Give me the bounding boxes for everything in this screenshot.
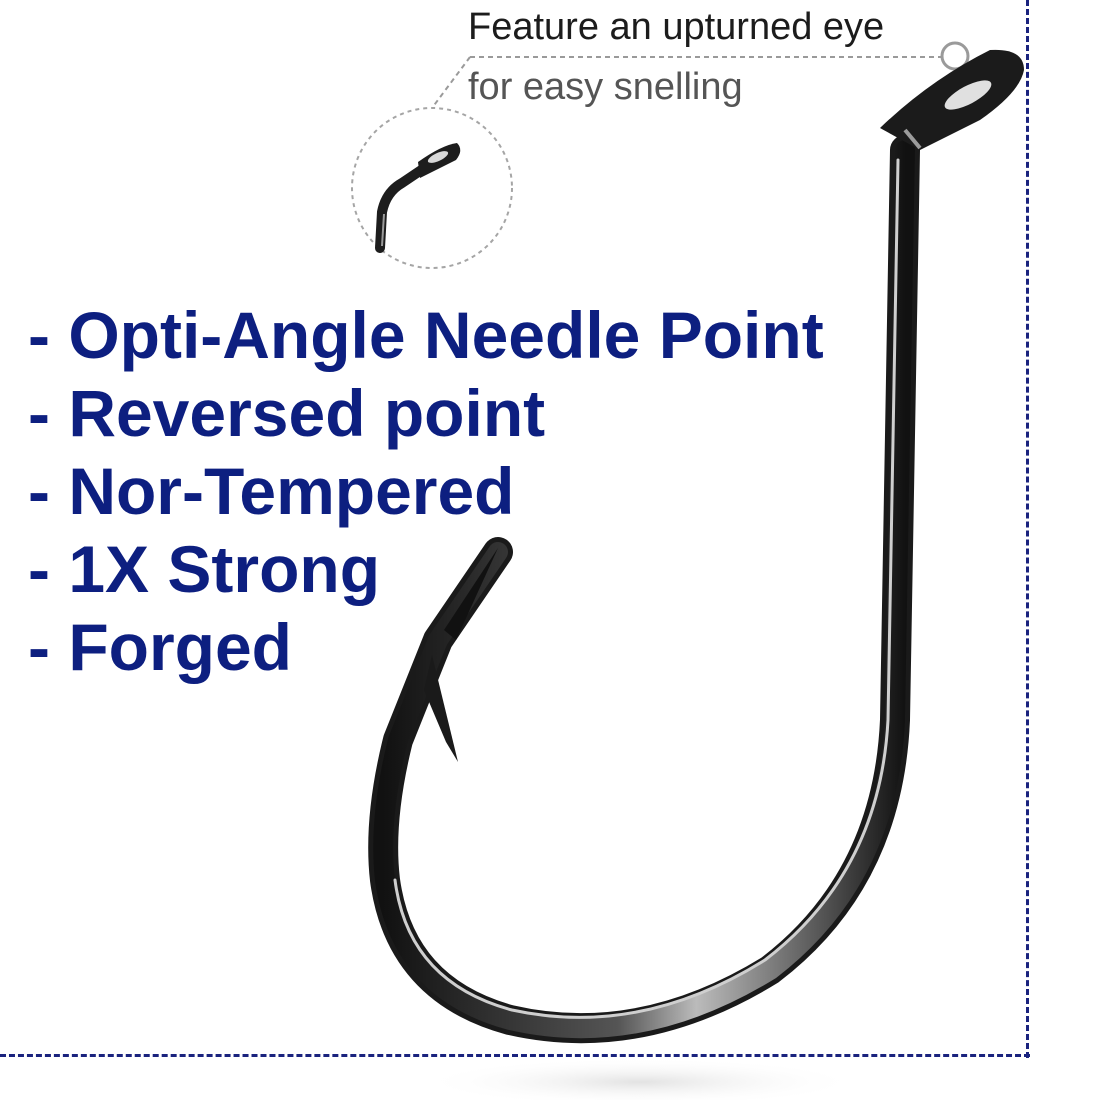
- hook-eye: [880, 49, 1024, 151]
- feature-item: - 1X Strong: [28, 532, 381, 606]
- zoom-hook-eye-icon: [375, 147, 453, 253]
- feature-item: - Forged: [28, 610, 292, 684]
- feature-list: - Opti-Angle Needle Point - Reversed poi…: [28, 296, 824, 686]
- fishing-hook-icon: [368, 49, 1024, 1044]
- callout-marker-icon: [940, 41, 970, 71]
- hook-reflection: [420, 1058, 860, 1100]
- callout-subtitle: for easy snelling: [468, 66, 743, 108]
- zoom-detail-circle: [351, 107, 513, 269]
- callout-title: Feature an upturned eye: [468, 6, 885, 48]
- callout-connector: [431, 41, 970, 109]
- frame-border-right: [1026, 0, 1029, 1058]
- feature-item: - Opti-Angle Needle Point: [28, 298, 824, 372]
- hook-barb: [424, 655, 458, 762]
- frame-border-bottom: [0, 1054, 1030, 1057]
- feature-item: - Nor-Tempered: [28, 454, 515, 528]
- feature-item: - Reversed point: [28, 376, 546, 450]
